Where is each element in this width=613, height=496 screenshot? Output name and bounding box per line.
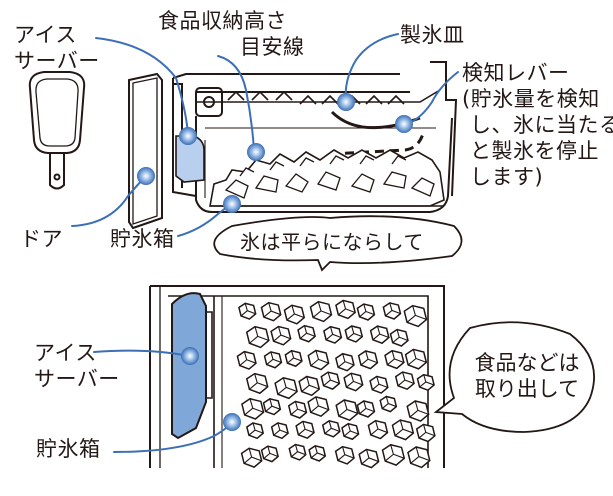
label-door: ドア xyxy=(20,227,63,251)
label-remove-food: 食品などは 取り出して xyxy=(462,350,592,402)
ice-cube-edge xyxy=(290,401,307,416)
ice-cube-edge xyxy=(286,305,305,321)
ice-cube-edge xyxy=(410,446,430,464)
ice-cube-edge xyxy=(310,445,326,459)
label-line: サーバー xyxy=(14,49,100,73)
ice-cube-edge xyxy=(249,326,270,344)
label-ice-scoop-bottom: アイス サーバー xyxy=(34,340,120,392)
ice-cube-edge xyxy=(266,351,282,365)
label-flatten-note: 氷は平らにならして xyxy=(240,230,424,254)
ice-cube-edge xyxy=(381,396,397,410)
ice-cube-edge xyxy=(338,399,358,417)
ice-cube-edge xyxy=(359,303,375,318)
ice-cube-edge xyxy=(407,349,427,366)
ice-cube-edge xyxy=(287,350,303,364)
ice-cube-edge xyxy=(263,446,279,459)
ice-cube-edge xyxy=(312,301,332,318)
ice-cube-edge xyxy=(243,448,262,464)
ice-pile-bottom xyxy=(236,299,436,469)
ice-scoop-illustration xyxy=(28,71,86,190)
label-line: (貯氷量を検知 xyxy=(462,87,600,111)
ice-cube-edge xyxy=(361,449,379,465)
label-detect-lever: 検知レバー (貯氷量を検知 し、氷に当たる と製氷を停止 します) xyxy=(462,60,613,190)
ice-cube-edge xyxy=(337,353,355,368)
ice-cube-edge xyxy=(310,350,329,367)
ice-cube-edge xyxy=(240,303,256,317)
ice-cube-edge xyxy=(298,421,315,436)
ice-cube-edge xyxy=(409,400,429,418)
ice-cube-edge xyxy=(337,300,356,316)
ice-cube-edge xyxy=(370,420,388,436)
label-line: 食品収納高さ xyxy=(158,9,287,33)
ice-cube-edge xyxy=(371,376,389,391)
ice-cube-edge xyxy=(387,350,405,366)
ice-cube-edge xyxy=(324,420,340,435)
door-illustration xyxy=(128,72,163,230)
ice-cube-edge xyxy=(273,422,289,436)
ice-cube-edge xyxy=(392,329,409,344)
label-line: します) xyxy=(470,165,544,189)
label-line: し、氷に当たる xyxy=(470,113,613,137)
ice-cube-edge xyxy=(397,371,415,387)
label-line: 検知レバー xyxy=(462,61,570,85)
ice-pile-top xyxy=(209,149,445,207)
ice-cube-edge xyxy=(239,351,257,366)
label-ice-box-top: 貯氷箱 xyxy=(110,227,175,251)
ice-cube-edge xyxy=(263,302,281,318)
ice-cube-edge xyxy=(249,373,268,390)
label-line: アイス xyxy=(34,341,97,365)
ice-cube-edge xyxy=(346,373,363,388)
label-line: と製氷を停止 xyxy=(470,139,599,163)
flatten-note-bubble xyxy=(213,215,463,272)
ice-cube-edge xyxy=(385,302,401,317)
remove-food-bubble xyxy=(433,321,595,433)
label-line: アイス xyxy=(14,23,77,47)
ice-cube-edge xyxy=(290,444,306,458)
ice-cube-edge xyxy=(347,325,363,340)
label-ice-box-bottom: 貯氷箱 xyxy=(36,437,101,461)
ice-cube-edge xyxy=(343,423,359,437)
ice-cube-edge xyxy=(360,350,378,366)
label-ice-scoop-top: アイス サーバー xyxy=(14,22,100,74)
ice-cube-edge xyxy=(310,396,329,413)
ice-cube-edge xyxy=(325,326,342,341)
ice-scoop-side-bottom xyxy=(171,292,207,440)
ice-cube-edge xyxy=(337,446,355,461)
label-line: サーバー xyxy=(34,367,120,391)
ice-cube-edge xyxy=(419,374,435,388)
ice-cube-edge xyxy=(248,422,264,436)
label-line: 目安線 xyxy=(240,35,305,59)
ice-cube-edge xyxy=(244,398,264,416)
ice-cube-edge xyxy=(299,325,316,339)
ice-cube-edge xyxy=(265,398,281,412)
ice-cube-edge xyxy=(359,400,375,415)
ice-cube-edge xyxy=(323,371,340,387)
ice-cube-edge xyxy=(273,326,291,342)
ice-cube-edge xyxy=(372,325,390,341)
label-food-height: 食品収納高さ 目安線 xyxy=(158,8,305,60)
label-line: 取り出して xyxy=(474,377,580,401)
ice-cube-edge xyxy=(418,424,436,439)
ice-cube-edge xyxy=(301,376,320,392)
pointer-dots xyxy=(137,93,413,431)
ice-cube-edge xyxy=(394,419,414,437)
ice-cube-edge xyxy=(406,305,427,323)
ice-cube-edge xyxy=(277,377,298,395)
label-line: 食品などは xyxy=(474,351,580,375)
label-ice-tray: 製氷皿 xyxy=(400,23,465,47)
ice-cube-edge xyxy=(384,444,405,462)
